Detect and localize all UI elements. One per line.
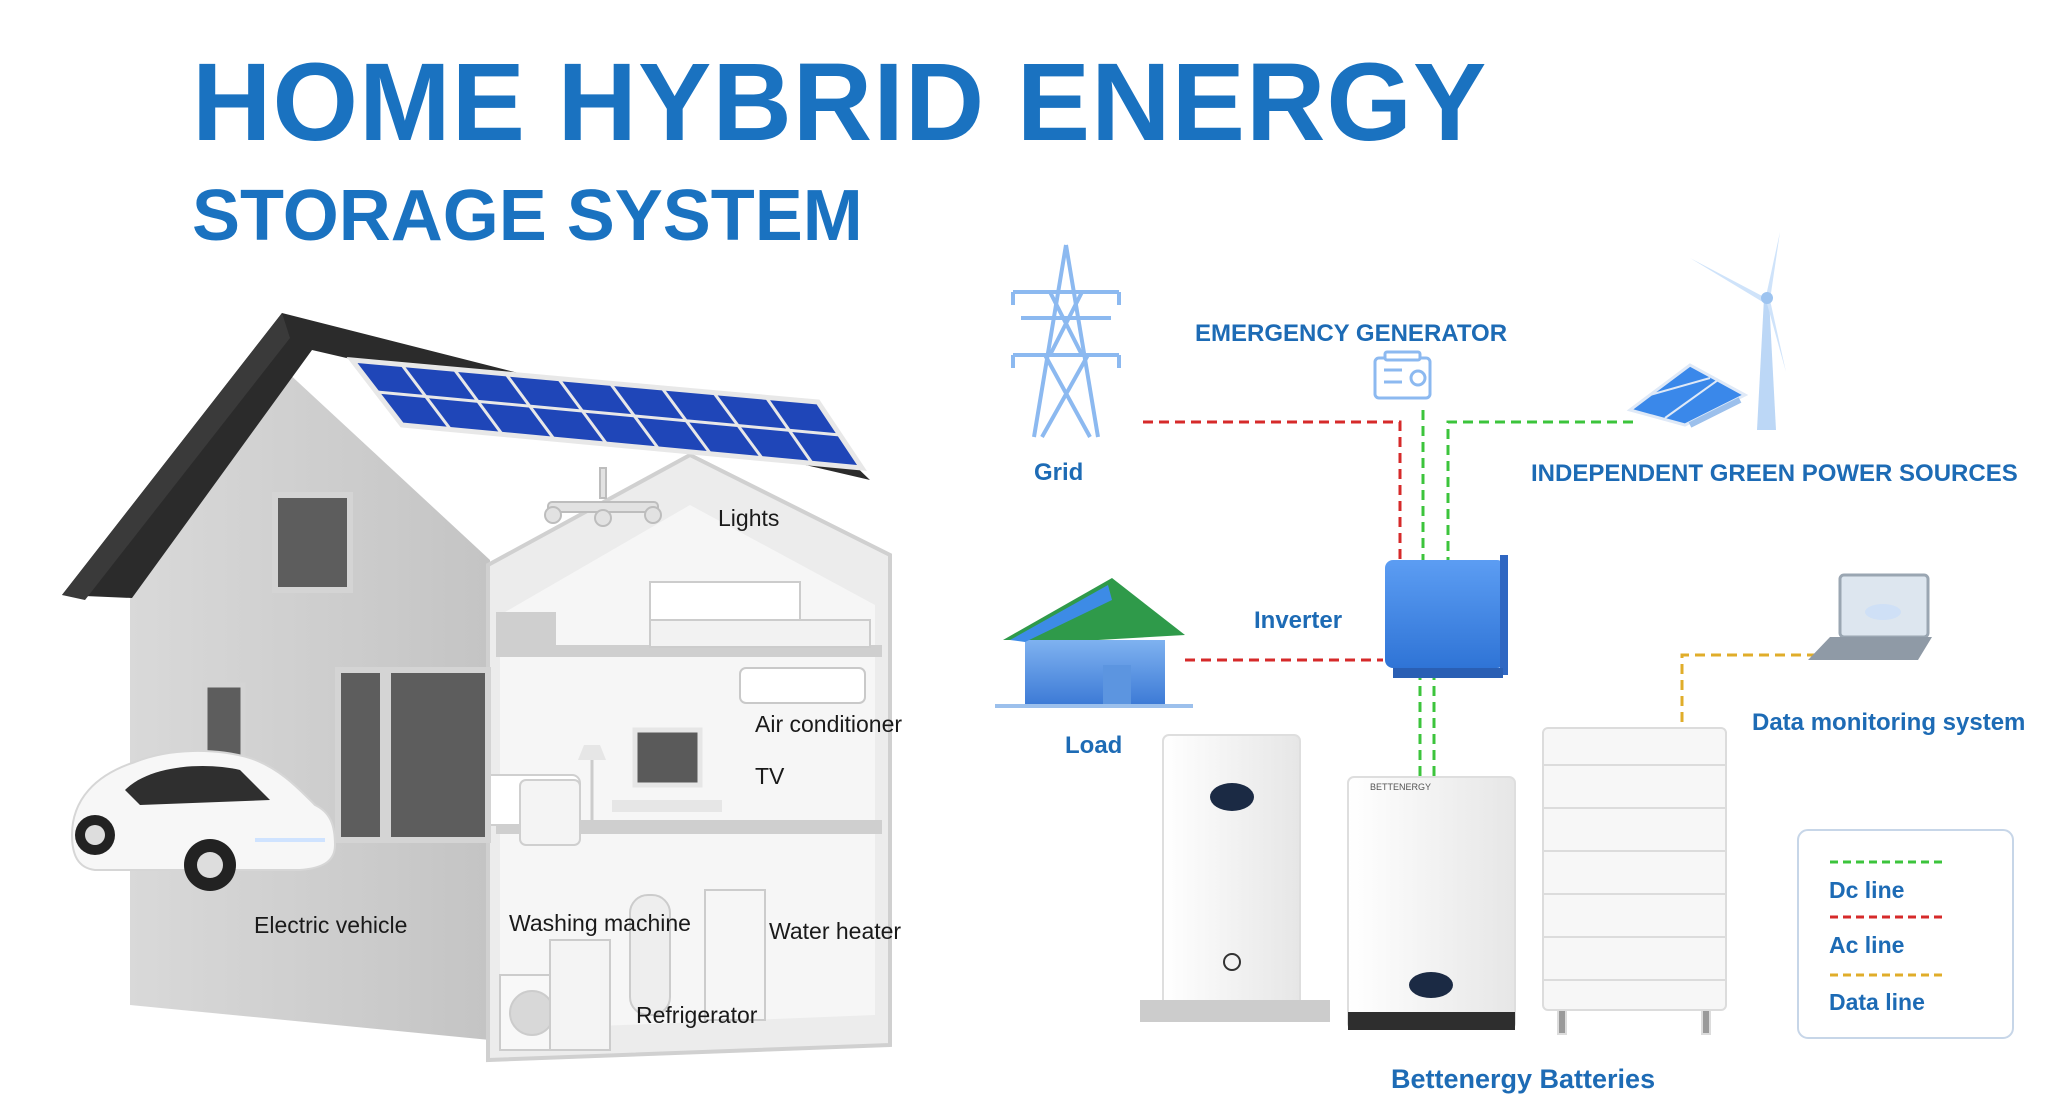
legend-label-ac: Ac line	[1829, 932, 1905, 958]
house-illustration	[62, 313, 892, 1063]
legend-label-data: Data line	[1829, 989, 1925, 1015]
wind-turbine	[1690, 232, 1786, 430]
battery-1	[1140, 734, 1330, 1022]
house-roof	[62, 313, 870, 598]
legend-box	[1797, 829, 2014, 1039]
house-door-left	[335, 667, 386, 843]
house-door-right	[385, 667, 491, 843]
tv-unit	[632, 727, 703, 788]
data-line-monitoring	[1680, 653, 1818, 722]
legend-label-dc: Dc line	[1829, 877, 1905, 903]
title-line-2: STORAGE SYSTEM	[192, 176, 863, 256]
label-inverter: Inverter	[1254, 607, 1343, 634]
battery-brand-label: BETTENERGY	[1370, 782, 1432, 792]
grid-tower	[1011, 244, 1121, 438]
label-water-heater: Water heater	[769, 918, 902, 944]
lights-fixture	[544, 467, 662, 527]
air-conditioner-unit	[739, 667, 866, 704]
label-refrigerator: Refrigerator	[636, 1002, 758, 1028]
water-heater-unit	[704, 889, 766, 1021]
label-washing-machine: Washing machine	[509, 910, 691, 936]
label-electric-vehicle: Electric vehicle	[254, 912, 408, 938]
label-lights: Lights	[718, 505, 780, 531]
refrigerator-unit	[549, 939, 611, 1051]
load-house-icon	[995, 578, 1193, 708]
title-line-1: HOME HYBRID ENERGY	[192, 41, 1488, 164]
label-emergency-generator: EMERGENCY GENERATOR	[1195, 320, 1508, 347]
label-load: Load	[1065, 732, 1123, 759]
house-window	[272, 492, 353, 593]
label-green-sources: INDEPENDENT GREEN POWER SOURCES	[1531, 460, 2018, 487]
label-tv: TV	[755, 763, 785, 789]
label-data-monitoring: Data monitoring system	[1752, 709, 2026, 736]
label-grid: Grid	[1034, 459, 1084, 486]
label-air-conditioner: Air conditioner	[755, 711, 903, 737]
connection-lines	[1143, 410, 1818, 778]
roof-solar-panel	[346, 356, 867, 471]
green-solar-panel	[1626, 363, 1749, 428]
ac-line-grid	[1143, 420, 1402, 560]
house-floor-middle	[496, 820, 882, 834]
electric-vehicle	[70, 749, 337, 891]
label-batteries: Bettenergy Batteries	[1391, 1064, 1656, 1094]
battery-2	[1347, 776, 1516, 1030]
generator-icon	[1373, 350, 1432, 400]
battery-3	[1542, 727, 1727, 1035]
data-monitoring-laptop	[1808, 573, 1932, 660]
dc-line-green-sources	[1446, 420, 1633, 560]
inverter-unit	[1385, 555, 1508, 678]
